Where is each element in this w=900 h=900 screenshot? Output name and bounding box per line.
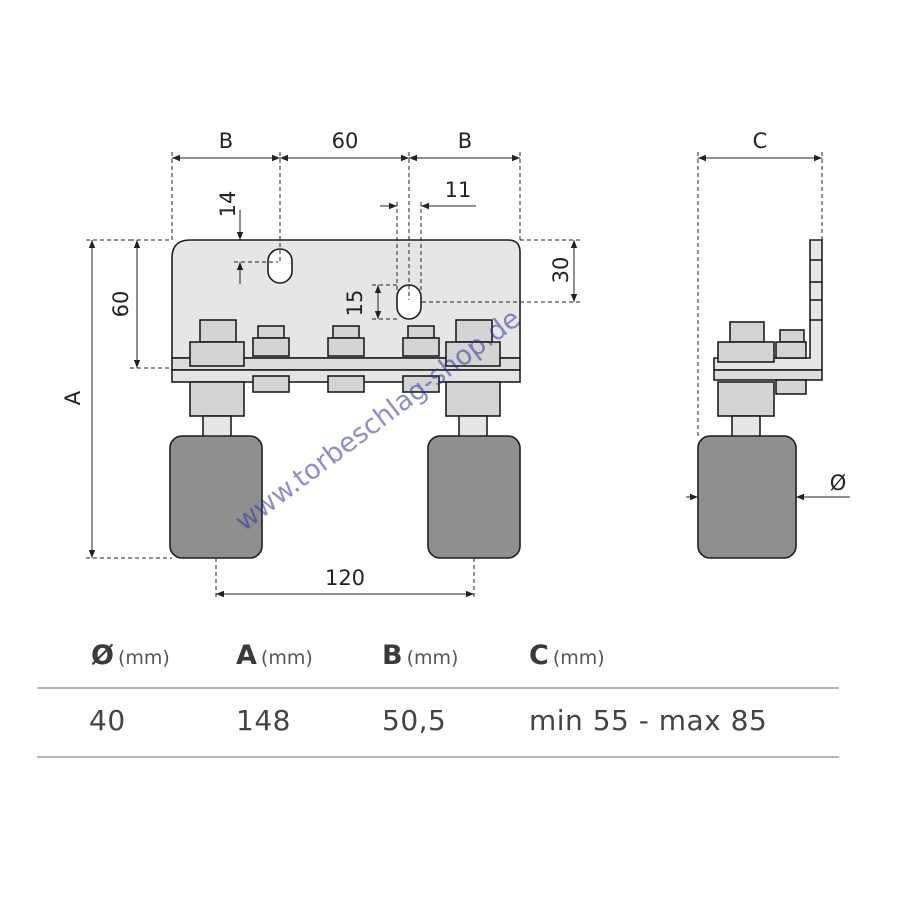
wheel-left	[169, 435, 263, 559]
header-symbol: B	[382, 640, 403, 671]
header-unit: (mm)	[552, 647, 605, 669]
dim-11: 11	[445, 178, 472, 202]
dim-60-top: 60	[332, 129, 359, 153]
header-A: A(mm)	[236, 640, 313, 671]
front-view	[169, 239, 521, 559]
side-wheel	[697, 435, 797, 559]
table-divider	[37, 687, 839, 689]
wheel-right	[427, 435, 521, 559]
dim-60-left: 60	[109, 291, 133, 318]
dim-B-right: B	[458, 129, 472, 153]
header-symbol: A	[236, 640, 257, 671]
value-B: 50,5	[382, 704, 447, 737]
header-diameter: Ø(mm)	[91, 640, 170, 671]
dim-A: A	[61, 390, 85, 405]
slot-left	[267, 248, 293, 284]
value-C: min 55 - max 85	[529, 704, 768, 737]
dim-30: 30	[549, 257, 573, 284]
header-B: B(mm)	[382, 640, 458, 671]
dim-B-left: B	[219, 129, 233, 153]
side-dimensions	[686, 152, 850, 501]
table-bottom-rule	[37, 756, 839, 758]
dim-120: 120	[325, 566, 365, 590]
front-dimensions	[86, 152, 580, 600]
small-nut	[252, 325, 290, 393]
header-symbol: Ø	[91, 640, 114, 671]
small-nut	[327, 325, 365, 393]
dim-C: C	[753, 129, 768, 153]
header-unit: (mm)	[406, 647, 459, 669]
technical-drawing: B 60 B 11 14 15 30 60 A 120 C Ø www.torb…	[61, 129, 850, 600]
dim-diameter: Ø	[830, 471, 847, 495]
wheel-assembly-right	[427, 319, 521, 559]
value-A: 148	[236, 704, 291, 737]
slot-right	[396, 284, 422, 320]
dim-14: 14	[216, 191, 240, 218]
header-unit: (mm)	[260, 647, 313, 669]
value-diameter: 40	[89, 704, 126, 737]
header-unit: (mm)	[117, 647, 170, 669]
dim-15: 15	[343, 290, 367, 317]
small-nut	[402, 325, 440, 393]
side-view	[697, 239, 823, 559]
wheel-assembly-left	[169, 319, 263, 559]
header-symbol: C	[529, 640, 549, 671]
header-C: C(mm)	[529, 640, 605, 671]
